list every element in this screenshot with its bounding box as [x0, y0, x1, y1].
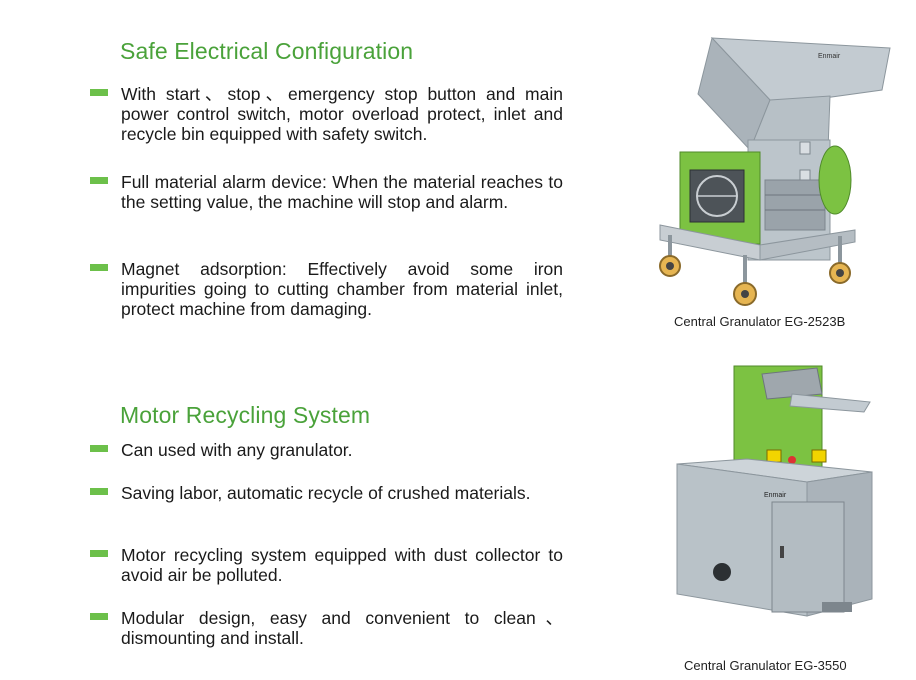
- section-title-electrical: Safe Electrical Configuration: [120, 38, 414, 64]
- list-item-text: Saving labor, automatic recycle of crush…: [121, 483, 531, 503]
- list-item: With start、stop、emergency stop button an…: [90, 84, 563, 144]
- brand-logo: Enmair: [764, 492, 787, 499]
- bullet-mark: [90, 613, 108, 620]
- list-item-text: Motor recycling system equipped with dus…: [121, 545, 563, 585]
- list-item: Motor recycling system equipped with dus…: [90, 545, 563, 585]
- bullet-mark: [90, 445, 108, 452]
- bullet-mark: [90, 488, 108, 495]
- list-item: Saving labor, automatic recycle of crush…: [90, 483, 563, 503]
- list-item: Magnet adsorption: Effectively avoid som…: [90, 259, 563, 319]
- list-item-text: Magnet adsorption: Effectively avoid som…: [121, 259, 563, 319]
- bullet-mark: [90, 264, 108, 271]
- list-item-text: Full material alarm device: When the mat…: [121, 172, 563, 212]
- bullet-mark: [90, 89, 108, 96]
- list-item: Can used with any granulator.: [90, 440, 563, 460]
- section-title-motor-recycling: Motor Recycling System: [120, 402, 371, 428]
- list-item-text: Modular design, easy and convenient to c…: [121, 608, 563, 648]
- granulator-eg2523b-image: Enmair: [659, 36, 891, 306]
- caption-eg3550: Central Granulator EG-3550: [684, 658, 847, 673]
- caption-eg2523b: Central Granulator EG-2523B: [674, 314, 846, 329]
- bullet-mark: [90, 550, 108, 557]
- list-item: Full material alarm device: When the mat…: [90, 172, 563, 212]
- brand-logo: Enmair: [818, 53, 841, 60]
- list-item: Modular design, easy and convenient to c…: [90, 608, 563, 648]
- list-item-text: Can used with any granulator.: [121, 440, 353, 460]
- bullet-mark: [90, 177, 108, 184]
- list-item-text: With start、stop、emergency stop button an…: [121, 84, 563, 144]
- granulator-eg3550-image: Enmair: [676, 365, 873, 617]
